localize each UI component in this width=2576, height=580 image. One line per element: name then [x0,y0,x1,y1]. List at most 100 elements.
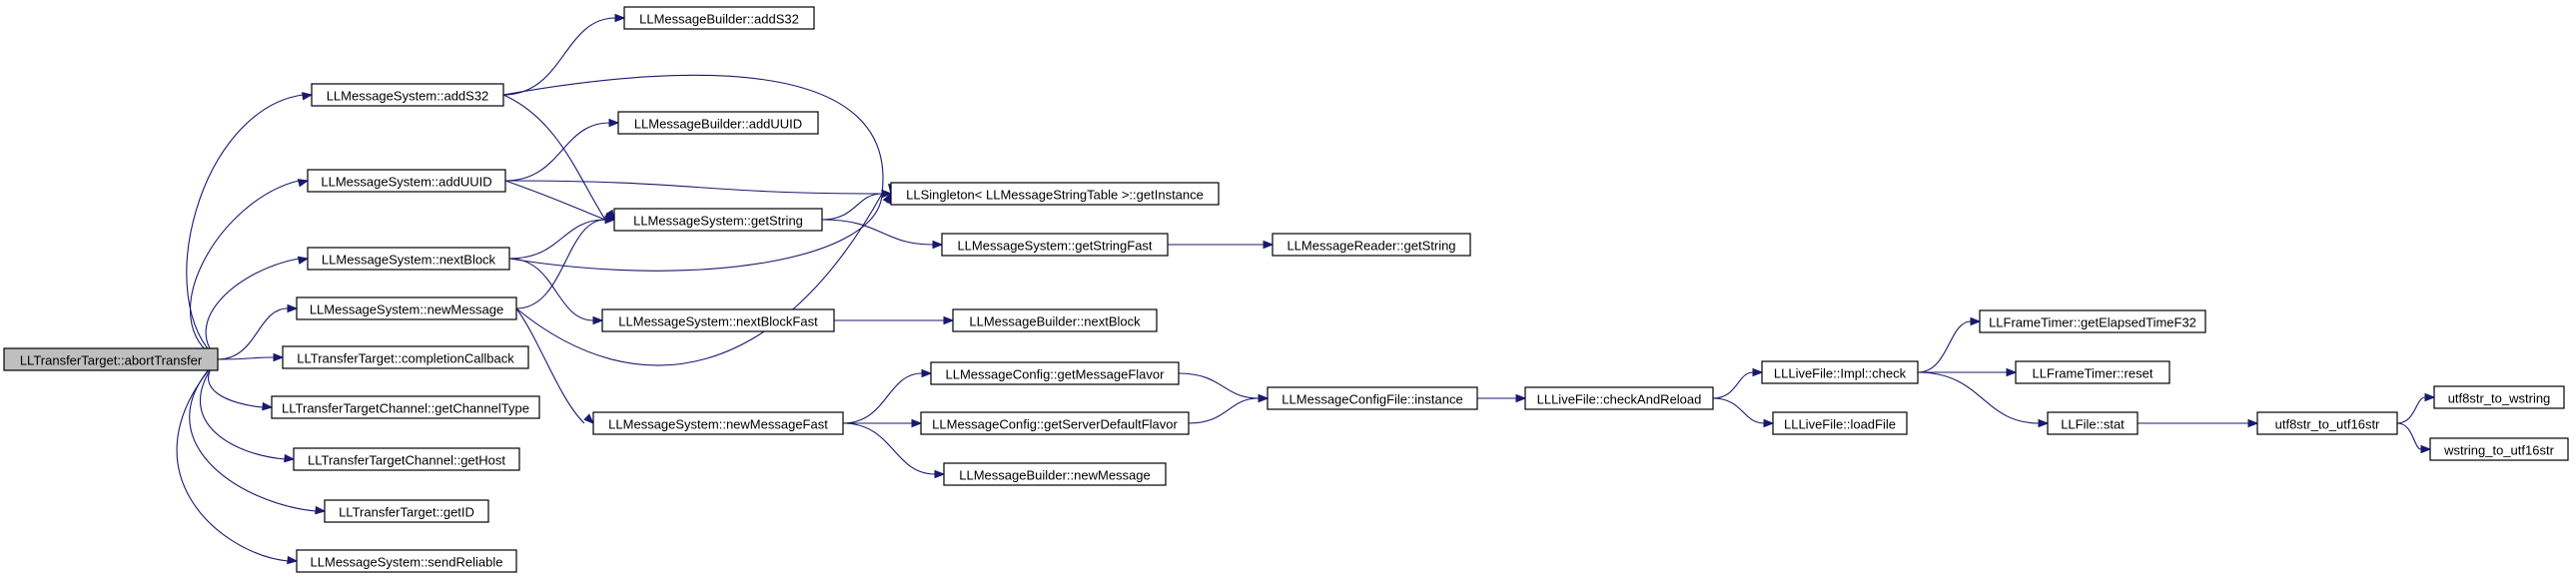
arrowhead [882,192,892,205]
node-box [296,549,517,573]
arrowhead [2247,418,2259,428]
call-graph-nodes: LLTransferTarget::abortTransferLLMessage… [3,6,2569,573]
function-node[interactable]: LLMessageBuilder::addS32 [623,6,815,30]
arrowhead [934,469,946,479]
function-node[interactable]: LLMessageSystem::nextBlockFast [601,308,835,332]
node-box [282,345,529,369]
function-node[interactable]: LLMessageConfigFile::instance [1267,386,1478,410]
arrowhead [881,189,893,199]
node-box [1979,309,2206,333]
function-node[interactable]: LLMessageSystem::addUUID [307,169,506,193]
call-edge [1712,397,1765,424]
node-box [930,361,1180,385]
node-box [293,447,520,471]
function-node[interactable]: LLMessageSystem::getStringFast [941,233,1169,257]
call-edge [1917,371,2040,424]
node-box [1524,386,1714,410]
arrowhead [1263,240,1275,250]
node-label: LLFrameTimer::getElapsedTimeF32 [1989,315,2196,330]
function-node[interactable]: LLMessageSystem::sendReliable [296,549,517,573]
call-edge [217,307,289,360]
function-node[interactable]: LLMessageSystem::nextBlock [307,247,510,271]
call-edge [515,307,585,424]
function-node[interactable]: LLMessageBuilder::newMessage [943,462,1167,486]
function-node[interactable]: LLFrameTimer::reset [2015,360,2170,384]
node-label: LLFile::stat [2061,417,2125,432]
node-box [601,308,835,332]
node-label: LLLiveFile::checkAndReload [1537,392,1702,407]
arrowhead [911,418,923,428]
function-node[interactable]: utf8str_to_utf16str [2256,411,2398,435]
function-node[interactable]: LLMessageSystem::getString [613,208,823,232]
call-edge [502,74,884,195]
arrowhead [1515,393,1527,403]
function-node[interactable]: LLTransferTarget::completionCallback [282,345,529,369]
function-node[interactable]: utf8str_to_wstring [2433,385,2565,409]
node-label: LLTransferTargetChannel::getHost [308,453,505,468]
call-edge [821,193,883,221]
arrowhead [604,215,616,225]
call-edge [502,94,606,221]
call-edge [199,358,286,460]
arrowhead [614,13,626,23]
call-edge [189,180,300,360]
node-label: LLTransferTarget::abortTransfer [20,353,203,368]
root-function-node[interactable]: LLTransferTarget::abortTransfer [3,347,219,371]
node-label: LLMessageBuilder::nextBlock [969,314,1141,329]
node-box [613,208,823,232]
arrowhead [943,315,955,325]
function-node[interactable]: LLLiveFile::loadFile [1772,411,1908,435]
node-box [941,233,1169,257]
node-label: LLMessageConfig::getMessageFlavor [946,367,1166,382]
arrowhead [297,256,310,265]
call-edge [515,193,883,366]
node-box [592,411,844,435]
call-edge [504,180,883,195]
function-node[interactable]: LLMessageSystem::newMessage [296,296,517,320]
function-node[interactable]: LLTransferTargetChannel::getHost [293,447,520,471]
node-label: LLMessageBuilder::addUUID [634,117,802,132]
node-box [890,182,1220,206]
function-node[interactable]: LLTransferTarget::getID [324,499,489,523]
call-edge [842,422,936,475]
call-edge [821,219,934,246]
node-label: LLLiveFile::Impl::check [1774,366,1907,381]
function-node[interactable]: LLMessageSystem::newMessageFast [592,411,844,435]
node-label: LLMessageSystem::getStringFast [957,239,1152,254]
node-label: LLMessageSystem::newMessage [310,302,503,317]
node-label: LLFrameTimer::reset [2033,366,2153,381]
function-node[interactable]: LLLiveFile::checkAndReload [1524,386,1714,410]
arrowhead [592,315,604,325]
function-node[interactable]: LLMessageConfig::getMessageFlavor [930,361,1180,385]
call-edge [217,356,275,360]
arrowhead [262,401,274,411]
node-label: utf8str_to_utf16str [2275,417,2380,432]
function-node[interactable]: LLMessageBuilder::addUUID [617,111,819,135]
arrowhead [1752,367,1764,377]
node-box [920,411,1190,435]
node-label: LLMessageConfigFile::instance [1282,392,1462,407]
function-node[interactable]: LLMessageConfig::getServerDefaultFlavor [920,411,1190,435]
call-edge [1188,397,1260,424]
function-node[interactable]: LLMessageBuilder::nextBlock [952,308,1158,332]
function-node[interactable]: LLMessageSystem::addS32 [311,83,504,107]
arrowhead [2420,444,2432,454]
function-node[interactable]: LLMessageReader::getString [1272,233,1471,257]
node-label: utf8str_to_wstring [2448,391,2551,406]
function-node[interactable]: LLFile::stat [2047,411,2139,435]
node-label: LLMessageSystem::getString [633,214,803,229]
node-label: LLMessageSystem::nextBlock [322,253,496,268]
function-node[interactable]: LLTransferTargetChannel::getChannelType [271,395,540,419]
function-node[interactable]: wstring_to_utf16str [2429,437,2569,461]
arrowhead [287,555,299,565]
call-edge [186,94,304,360]
call-edge [1712,371,1754,399]
node-box [3,347,219,371]
function-node[interactable]: LLSingleton< LLMessageStringTable >::get… [890,182,1220,206]
function-node[interactable]: LLFrameTimer::getElapsedTimeF32 [1979,309,2206,333]
node-box [296,296,517,320]
node-box [2433,385,2565,409]
node-box [623,6,815,30]
function-node[interactable]: LLLiveFile::Impl::check [1761,360,1919,384]
node-label: LLMessageSystem::nextBlockFast [618,314,818,329]
